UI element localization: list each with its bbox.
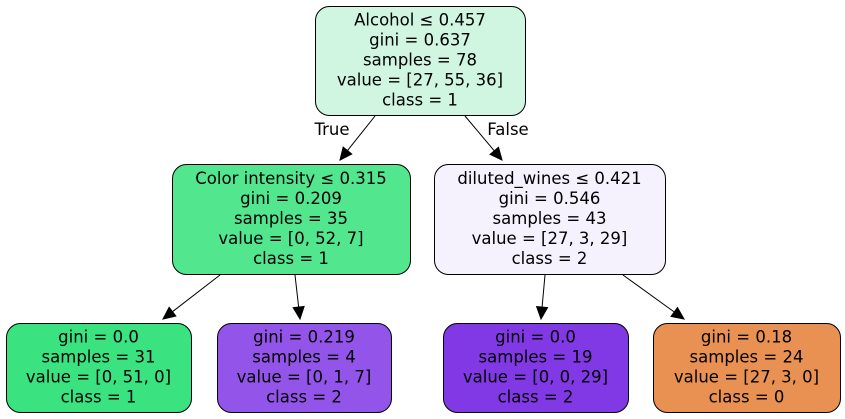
- arrowhead-icon: [339, 146, 353, 161]
- edge-line: [347, 115, 376, 151]
- node-box: [443, 323, 629, 413]
- node-text-line: gini = 0.0: [495, 328, 576, 347]
- edge-label: False: [487, 120, 528, 139]
- node-text-line: gini = 0.209: [240, 189, 342, 208]
- node-text-line: class = 2: [266, 388, 342, 407]
- node-text-line: gini = 0.546: [499, 189, 601, 208]
- node-text-line: class = 2: [512, 249, 588, 268]
- edge-line: [541, 274, 546, 308]
- node-text-line: samples = 78: [363, 51, 477, 70]
- node-text-line: class = 1: [253, 249, 329, 268]
- node-text-line: samples = 43: [493, 209, 607, 228]
- node-text-line: gini = 0.219: [253, 328, 355, 347]
- node-text-line: value = [0, 0, 29]: [463, 368, 608, 387]
- node-text-line: class = 0: [709, 388, 785, 407]
- node-text-line: Alcohol ≤ 0.457: [354, 11, 486, 30]
- node-box: [653, 323, 841, 413]
- edge-n1-n3: [162, 274, 221, 320]
- node-box: [6, 323, 192, 413]
- edge-n2-n5: [535, 274, 549, 321]
- node-text-line: Color intensity ≤ 0.315: [195, 169, 386, 188]
- edges-layer: True False: [162, 115, 685, 321]
- node-text-line: samples = 35: [234, 209, 348, 228]
- edge-root-n2: False: [464, 115, 529, 161]
- edge-label: True: [313, 120, 349, 139]
- node-text-line: class = 1: [382, 91, 458, 110]
- node-text-line: gini = 0.637: [369, 31, 471, 50]
- node-text-line: value = [27, 3, 29]: [472, 229, 628, 248]
- node-text-line: gini = 0.18: [701, 328, 792, 347]
- arrowhead-icon: [292, 305, 305, 321]
- node-text-line: gini = 0.0: [58, 328, 139, 347]
- edge-line: [622, 274, 675, 313]
- node-box: [315, 6, 526, 116]
- edge-n1-n4: [292, 274, 305, 321]
- edge-line: [172, 274, 221, 313]
- edge-root-n1: True: [313, 115, 376, 161]
- node-text-line: value = [0, 52, 7]: [218, 229, 363, 248]
- node-text-line: value = [0, 51, 0]: [26, 368, 171, 387]
- arrowhead-icon: [535, 305, 549, 321]
- edge-line: [294, 274, 300, 308]
- node-box: [172, 164, 411, 275]
- node-text-line: class = 1: [61, 388, 137, 407]
- node-text-line: value = [27, 3, 0]: [674, 368, 819, 387]
- node-text-line: value = [0, 1, 7]: [237, 368, 372, 387]
- edge-n2-n6: [622, 274, 685, 320]
- node-text-line: samples = 4: [252, 348, 355, 367]
- node-text-line: samples = 31: [42, 348, 156, 367]
- node-text-line: samples = 19: [479, 348, 593, 367]
- node-box: [217, 323, 392, 413]
- node-text-line: value = [27, 55, 36]: [337, 71, 503, 90]
- node-text-line: diluted_wines ≤ 0.421: [457, 169, 641, 189]
- arrowhead-icon: [670, 306, 685, 320]
- arrowhead-icon: [489, 146, 503, 161]
- node-text-line: samples = 24: [690, 348, 804, 367]
- arrowhead-icon: [162, 306, 177, 320]
- edge-line: [464, 115, 495, 152]
- node-text-line: class = 2: [498, 388, 574, 407]
- node-box: [434, 164, 666, 275]
